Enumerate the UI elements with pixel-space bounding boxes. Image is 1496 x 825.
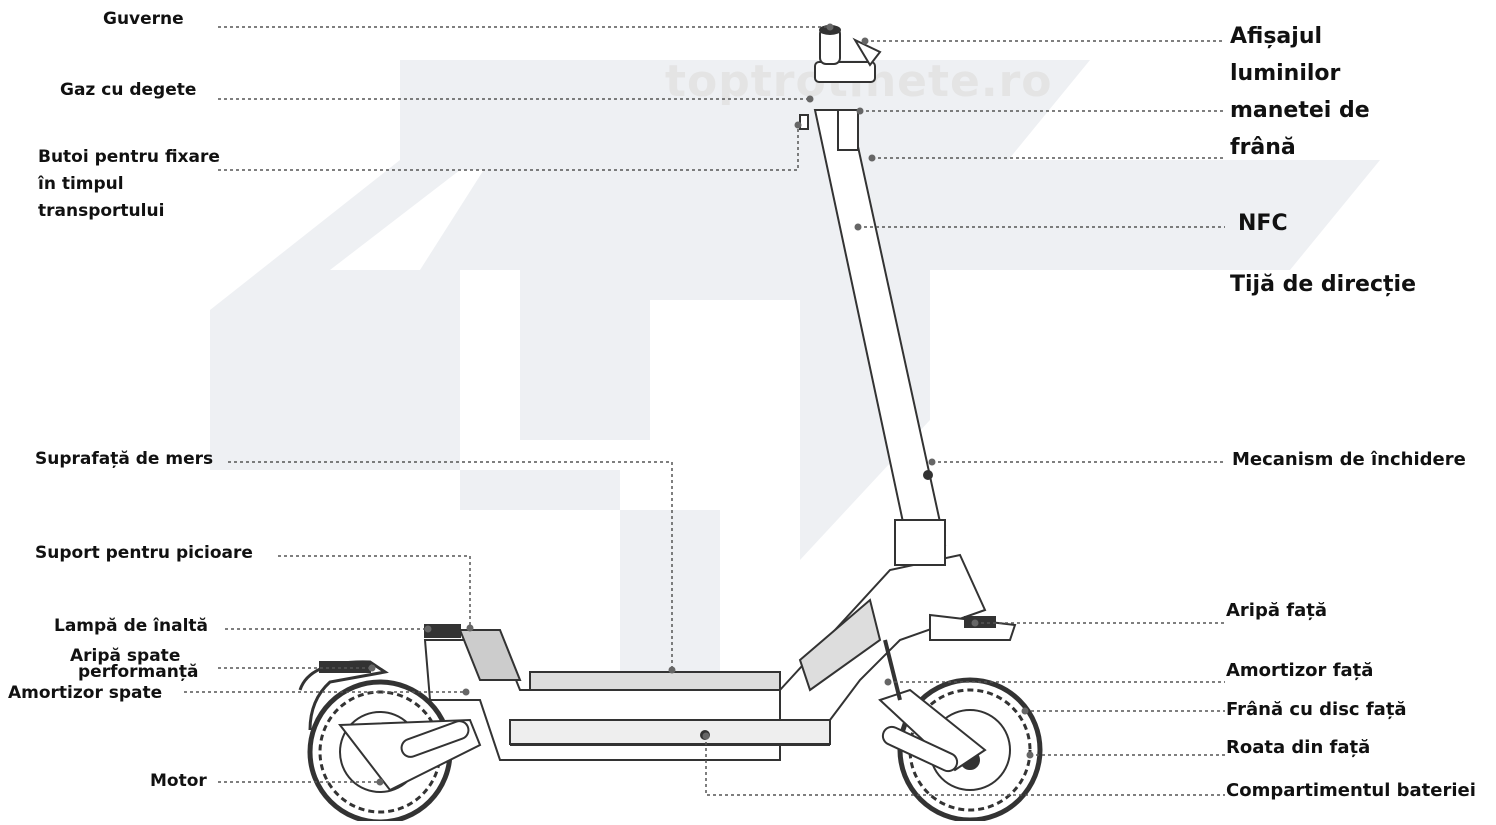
label-amortizor-spate: Amortizor spate — [8, 683, 163, 703]
leader-lines — [184, 26, 1225, 796]
label-afisaj-line-2: luminilor — [1230, 61, 1341, 86]
background-logo — [210, 60, 1380, 760]
label-tija-directie: Tijă de direcție — [1230, 272, 1417, 297]
label-butoi-fixare: Butoi pentru fixare în timpul transportu… — [38, 144, 220, 225]
label-butoi-line-2: în timpul — [38, 174, 124, 194]
steering-stem — [813, 109, 947, 566]
leader-dots — [368, 23, 1034, 786]
label-aripa-spate-2: performanță — [78, 662, 199, 682]
deck — [423, 624, 831, 761]
front-wheel — [878, 639, 1043, 823]
label-afisaj-line-4: frână — [1230, 135, 1296, 160]
label-motor: Motor — [150, 771, 207, 791]
label-lampa-inalta: Lampă de înaltă — [54, 616, 209, 636]
label-compartiment-baterie: Compartimentul bateriei — [1226, 780, 1476, 801]
label-afisaj-line-1: Afișajul — [1230, 24, 1323, 49]
label-afisaj-line-3: manetei de — [1230, 98, 1370, 123]
label-butoi-line-3: transportului — [38, 201, 165, 221]
label-suprafata-de-mers: Suprafață de mers — [35, 449, 214, 469]
label-nfc: NFC — [1238, 211, 1288, 236]
handlebar — [799, 25, 882, 130]
label-frana-disc-fata: Frână cu disc față — [1226, 699, 1407, 720]
label-amortizor-fata: Amortizor față — [1226, 660, 1374, 681]
front-frame — [779, 553, 1017, 721]
rear-swingarm — [338, 718, 482, 792]
scooter — [298, 25, 1043, 825]
label-mecanism-inchidere: Mecanism de închidere — [1232, 449, 1466, 470]
label-gaz-cu-degete: Gaz cu degete — [60, 80, 197, 100]
label-guverne: Guverne — [103, 9, 184, 29]
label-aripa-spate-1: Aripă spate — [70, 646, 181, 666]
label-suport-picioare: Suport pentru picioare — [35, 543, 253, 563]
label-aripa-fata: Aripă față — [1226, 600, 1328, 621]
label-afisaj: Afișajul luminilor manetei de frână — [1230, 18, 1370, 166]
label-butoi-line-1: Butoi pentru fixare — [38, 147, 220, 167]
label-roata-fata: Roata din față — [1226, 737, 1371, 758]
